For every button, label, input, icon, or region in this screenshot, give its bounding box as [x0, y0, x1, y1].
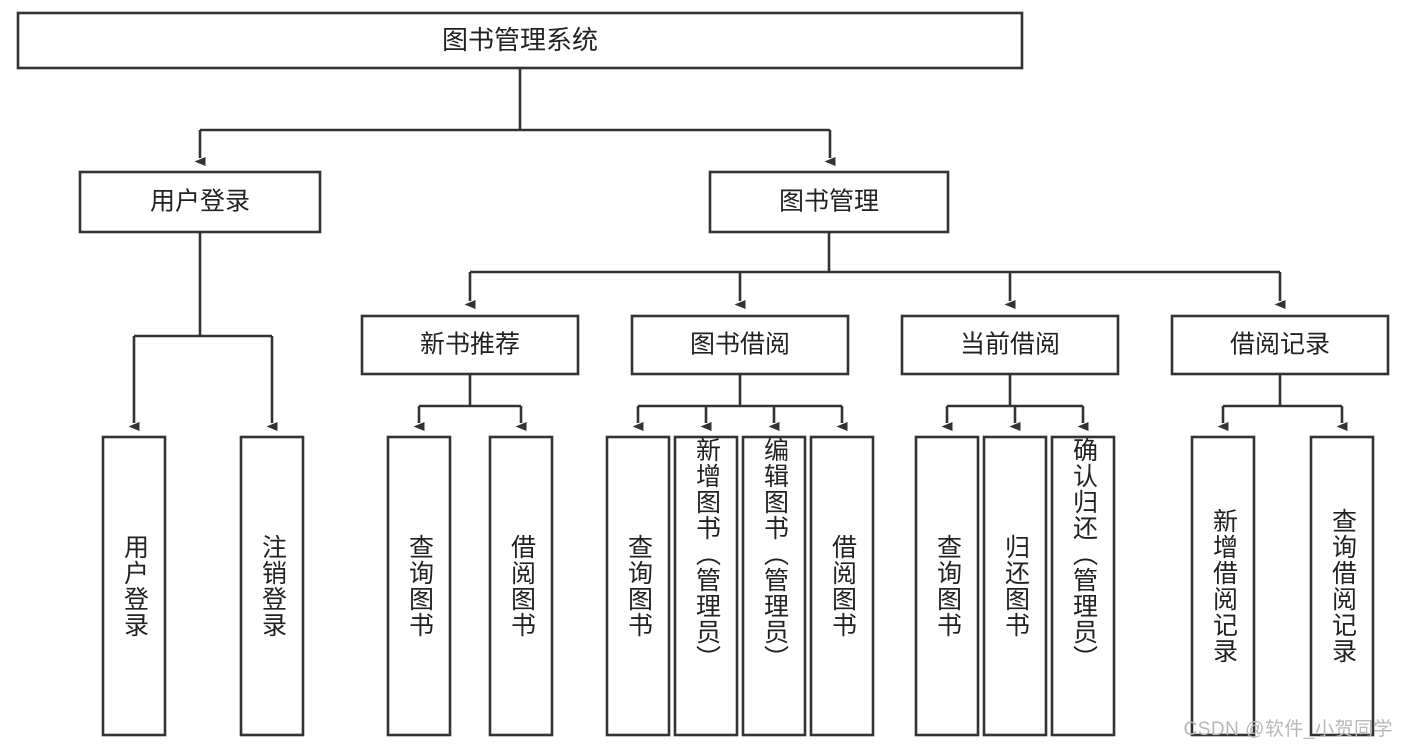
node-book-management[interactable]: 图书管理: [708, 170, 950, 234]
connector-book-borrow-children: [632, 374, 848, 431]
leaf-box-edit-book[interactable]: [741, 435, 807, 737]
node-user-login-label: 用户登录: [150, 188, 250, 216]
node-current-borrow[interactable]: 当前借阅: [900, 314, 1120, 376]
node-borrow-record[interactable]: 借阅记录: [1170, 314, 1390, 376]
connector-user-login-children: [128, 232, 278, 431]
node-root-box: [16, 11, 1024, 70]
node-book-borrow-label: 图书借阅: [690, 331, 790, 359]
connector-borrow-record-children: [1217, 374, 1348, 431]
node-current-borrow-box: [900, 314, 1120, 376]
leaf-box-add-record[interactable]: [1190, 435, 1256, 737]
node-book-borrow[interactable]: 图书借阅: [630, 314, 850, 376]
connector-new-book-children: [413, 374, 527, 431]
leaf-box-query-book-cb[interactable]: [914, 435, 980, 737]
leaf-box-logout[interactable]: [239, 435, 305, 737]
connector-book-management-children: [464, 232, 1286, 309]
node-root[interactable]: 图书管理系统: [16, 11, 1024, 70]
leaf-box-query-book-bb[interactable]: [605, 435, 671, 737]
node-user-login[interactable]: 用户登录: [78, 170, 322, 234]
leaf-box-user-login[interactable]: [101, 435, 167, 737]
leaf-box-query-record[interactable]: [1309, 435, 1375, 737]
leaf-box-confirm-return[interactable]: [1050, 435, 1116, 737]
node-new-book-recommend-label: 新书推荐: [420, 331, 520, 359]
leaf-box-borrow-book-bb[interactable]: [809, 435, 875, 737]
leaf-box-query-book-nb[interactable]: [386, 435, 452, 737]
node-new-book-recommend-box: [360, 314, 580, 376]
node-new-book-recommend[interactable]: 新书推荐: [360, 314, 580, 376]
connector-current-borrow-children: [941, 374, 1089, 431]
node-root-label: 图书管理系统: [442, 25, 598, 55]
leaf-box-add-book[interactable]: [673, 435, 739, 737]
leaf-box-return-book[interactable]: [982, 435, 1048, 737]
leaf-box-borrow-book-nb[interactable]: [488, 435, 554, 737]
node-user-login-box: [78, 170, 322, 234]
connector-root-bus: [194, 68, 836, 166]
node-borrow-record-label: 借阅记录: [1230, 331, 1330, 359]
node-book-management-label: 图书管理: [779, 188, 879, 216]
node-current-borrow-label: 当前借阅: [960, 331, 1060, 359]
